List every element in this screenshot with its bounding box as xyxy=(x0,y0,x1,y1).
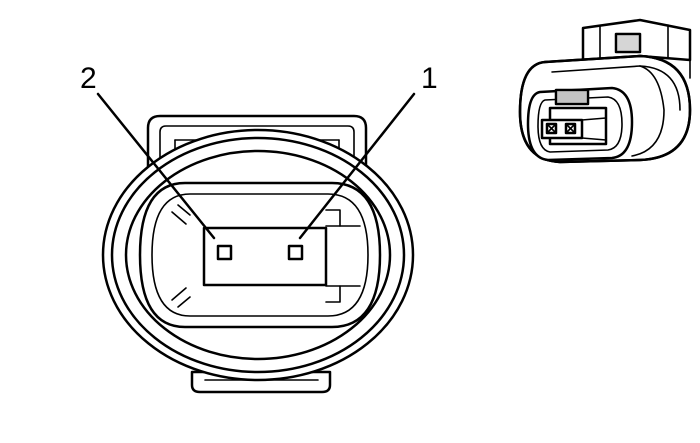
inner-cavity xyxy=(138,181,382,329)
pin-2-label: 2 xyxy=(80,62,97,95)
terminal-block xyxy=(202,226,328,287)
pin-2-cavity xyxy=(216,244,233,261)
pin-2-leader-line xyxy=(96,92,216,240)
pin-1-label: 1 xyxy=(421,62,438,95)
connector-face-view: 2 1 xyxy=(80,62,438,394)
connector-isometric-view xyxy=(518,18,692,164)
pin-1-cavity xyxy=(287,244,304,261)
pin-1-leader-line xyxy=(298,92,416,240)
